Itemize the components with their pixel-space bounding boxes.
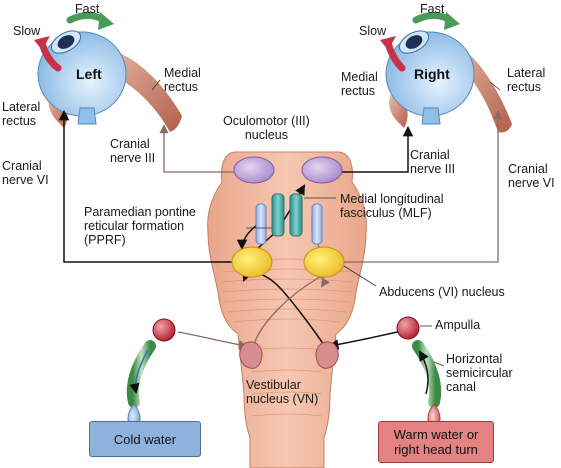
right-pprf (311, 203, 323, 245)
mlf-active-path (255, 184, 306, 251)
vestibular-nucleus-label: Vestibular nucleus (VN) (246, 378, 319, 406)
right-mlf (289, 193, 303, 237)
left-cranial-nerve-vi-path (58, 109, 238, 263)
left-eye (37, 30, 182, 132)
slow-label-left: Slow (13, 24, 41, 38)
left-abducens-nucleus (231, 246, 273, 278)
left-cranial-nerve-iii-label: Cranial nerve III (110, 137, 156, 165)
left-eye-label: Left (76, 66, 102, 82)
left-lateral-rectus-label: Lateral rectus (2, 100, 41, 128)
left-ampulla (152, 318, 176, 342)
oculomotor-nucleus-label: Oculomotor (III) nucleus (223, 114, 310, 142)
right-cranial-nerve-vi-path (344, 110, 503, 263)
horizontal-canal-label: Horizontal semicircular canal (446, 352, 513, 394)
slow-label-right: Slow (359, 24, 387, 38)
pprf-label: Paramedian pontine reticular formation (… (84, 205, 196, 247)
right-cranial-nerve-vi-label: Cranial nerve VI (508, 162, 555, 190)
left-fast-phase-arrow (66, 12, 108, 24)
right-medial-rectus-label: Medial rectus (341, 70, 378, 98)
right-eye-label: Right (414, 66, 450, 82)
left-pprf (255, 203, 267, 245)
left-cranial-nerve-vi-label: Cranial nerve VI (2, 159, 49, 187)
left-pupil (57, 35, 75, 49)
brainstem (207, 151, 367, 468)
left-oculomotor-nucleus (233, 156, 275, 184)
fast-label-right: Fast (420, 2, 445, 16)
right-abducens-nucleus (303, 246, 345, 278)
right-endolymph-flow-arrow (418, 350, 429, 395)
right-optic-nerve (421, 107, 441, 125)
right-pupil (405, 35, 423, 49)
right-ampulla-to-vn-path (327, 329, 407, 350)
left-horizontal-canal (126, 340, 156, 408)
right-fast-phase-arrow (412, 12, 454, 24)
vn-inhibited-path (253, 276, 330, 345)
right-vestibular-nucleus (315, 341, 339, 369)
cold-water-box: Cold water (89, 421, 201, 457)
right-cranial-nerve-iii-path (340, 125, 414, 173)
right-cranial-nerve-iii-label: Cranial nerve III (410, 148, 456, 176)
right-lateral-rectus-label: Lateral rectus (507, 66, 546, 94)
left-mlf (271, 193, 285, 237)
right-ampulla (396, 316, 420, 340)
right-oculomotor-nucleus (301, 156, 343, 184)
abducens-nucleus-label: Abducens (VI) nucleus (379, 285, 505, 299)
mlf-label: Medial longitudinal fasciculus (MLF) (340, 192, 444, 220)
left-vestibular-nucleus (239, 341, 263, 369)
left-endolymph-flow-arrow (129, 349, 149, 395)
fast-label-left: Fast (75, 2, 100, 16)
ampulla-label: Ampulla (435, 318, 481, 332)
left-ampulla-to-vn-path (177, 331, 248, 350)
warm-water-box: Warm water or right head turn (378, 421, 494, 463)
right-eye (385, 30, 512, 133)
left-cranial-nerve-iii-path (159, 124, 240, 173)
left-medial-rectus-label: Medial rectus (164, 66, 201, 94)
left-optic-nerve (77, 107, 97, 125)
